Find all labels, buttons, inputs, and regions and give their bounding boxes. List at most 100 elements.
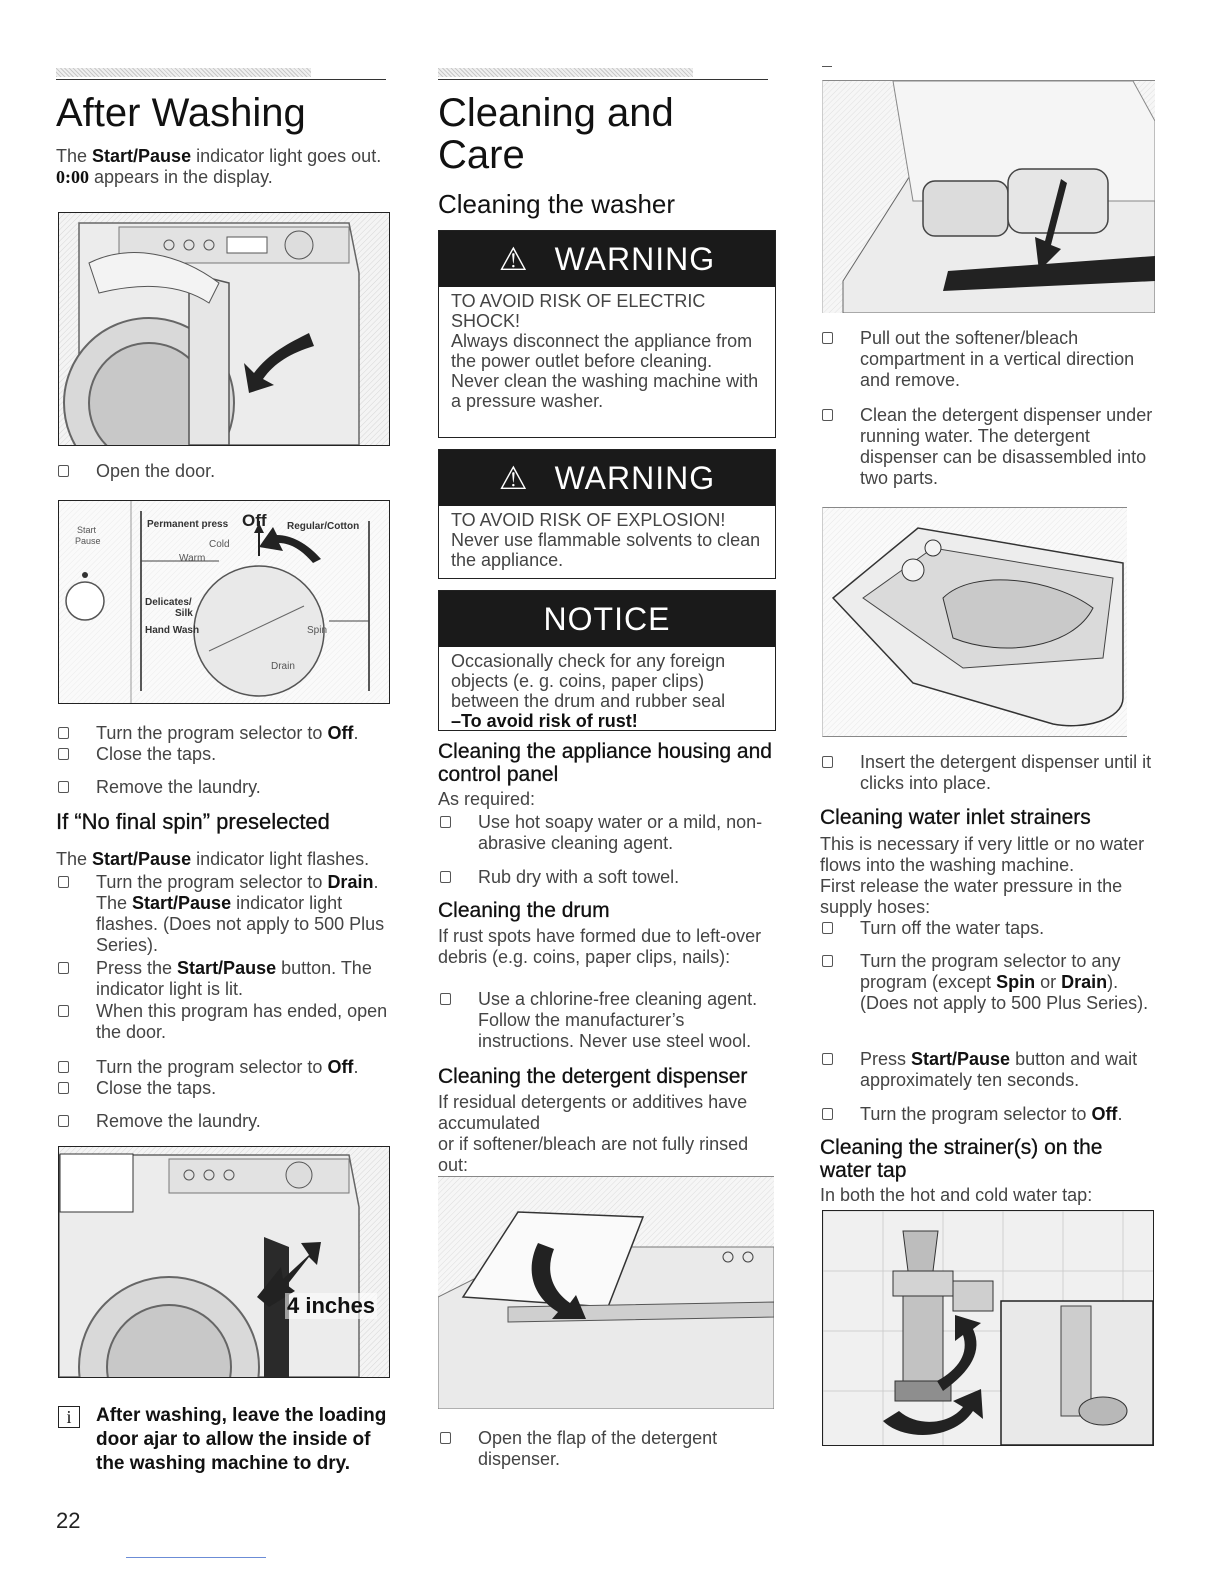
bold-text: Start/Pause [92, 146, 192, 166]
dispenser-flap-illustration [438, 1177, 774, 1409]
warning-text: Never use flammable solvents to clean th… [451, 530, 761, 570]
list-item-text: Rub dry with a soft towel. [478, 867, 680, 887]
list-item: Turn the program selector to Drain. The … [58, 872, 388, 956]
text: If residual detergents or additives have… [438, 1092, 748, 1133]
list-item-text: Pull out the softener/bleach compartment… [860, 328, 1135, 390]
info-icon: i [58, 1406, 80, 1428]
list-item-text: Close the taps. [96, 744, 217, 764]
checkbox-icon [440, 871, 451, 883]
checkbox-icon [822, 1053, 833, 1065]
checkbox-icon [822, 1108, 833, 1120]
list-item: Remove the laundry. [58, 1111, 388, 1132]
list-item-text: Use a chlorine-free cleaning agent. Foll… [478, 989, 758, 1051]
text: Press [860, 1049, 912, 1069]
warning-box-electric: ⚠ WARNING TO AVOID RISK OF ELECTRIC SHOCK… [438, 230, 776, 438]
list-item: Close the taps. [58, 1078, 388, 1099]
subheading-cleaning-washer: Cleaning the washer [438, 189, 676, 219]
bold-text: Start/Pause [92, 849, 192, 869]
warning-icon: ⚠ [498, 241, 529, 277]
text: The [56, 146, 93, 166]
page-number: 22 [56, 1508, 81, 1533]
warning-header: ⚠ WARNING [439, 450, 775, 506]
notice-bold-text: –To avoid risk of rust! [451, 711, 638, 731]
list-item-text: Turn the program selector to Off. [96, 1057, 388, 1078]
list-item-text: Turn the program selector to Off. [96, 723, 388, 744]
checkbox-icon [58, 1005, 69, 1017]
list-item: Insert the detergent dispenser until it … [822, 752, 1158, 794]
list-item-text: Open the door. [96, 461, 216, 481]
subheading-inlet-strainers: Cleaning water inlet strainers [820, 806, 1091, 829]
list-item-text: Insert the detergent dispenser until it … [860, 752, 1152, 793]
water-tap-illustration [823, 1211, 1153, 1445]
list-item-text: Close the taps. [96, 1078, 217, 1098]
text: Turn the program selector to [96, 872, 328, 892]
figure-water-tap [822, 1210, 1154, 1446]
list-item: Clean the detergent dispenser under runn… [822, 405, 1158, 489]
text: This is necessary if very little or no w… [820, 834, 1145, 875]
checkbox-icon [58, 1082, 69, 1094]
dial-label-drain: Drain [271, 661, 295, 672]
title-line: Cleaning and [438, 91, 674, 135]
dial-label-silk: Silk [175, 608, 193, 619]
list-item-text: Press Start/Pause button and wait approx… [860, 1049, 1158, 1091]
list-item: Rub dry with a soft towel. [440, 867, 776, 888]
text: button. The indicator light is lit. [96, 958, 372, 999]
list-item-text: Remove the laundry. [96, 777, 261, 797]
text: . The [96, 872, 379, 913]
checkbox-icon [58, 1061, 69, 1073]
list-item-text: When this program has ended, open the do… [96, 1001, 388, 1042]
list-item: When this program has ended, open the do… [58, 1001, 388, 1043]
list-item: Use hot soapy water or a mild, non-abras… [440, 812, 776, 854]
housing-intro: As required: [438, 789, 536, 809]
dial-label-off: Off [242, 511, 267, 530]
list-item: Press Start/Pause button and wait approx… [822, 1049, 1158, 1091]
bold-text: Off [327, 1057, 354, 1077]
detergent-dispenser-illustration [823, 508, 1127, 736]
list-item-text: Turn the program selector to Off. [860, 1104, 1158, 1125]
text: Turn the program selector to [96, 723, 328, 743]
figure-dispenser-flap [438, 1176, 774, 1409]
warning-label: WARNING [554, 460, 716, 496]
dial-label-cold: Cold [209, 539, 230, 550]
warning-text: TO AVOID RISK OF ELECTRIC SHOCK! [451, 291, 706, 331]
warning-icon: ⚠ [498, 460, 529, 496]
column-marker [822, 66, 832, 67]
bold-text: Start/Pause [132, 893, 232, 913]
list-item: Pull out the softener/bleach compartment… [822, 328, 1158, 391]
warning-text: Never clean the washing machine with a p… [451, 371, 759, 411]
subheading-tap-strainer: Cleaning the strainer(s) on the water ta… [820, 1136, 1103, 1182]
list-item: Remove the laundry. [58, 777, 388, 798]
text: First release the water pressure in the … [820, 876, 1123, 917]
checkbox-icon [822, 409, 833, 421]
notice-label: NOTICE [543, 601, 671, 637]
checkbox-icon [822, 922, 833, 934]
text: . [1117, 1104, 1123, 1124]
bold-text: Off [327, 723, 354, 743]
nfs-intro: The Start/Pause indicator light flashes. [56, 849, 396, 870]
program-selector-illustration [59, 501, 389, 703]
dial-label-warm: Warm [179, 553, 206, 564]
bold-text: Drain [327, 872, 374, 892]
inlet-intro: This is necessary if very little or no w… [820, 834, 1156, 918]
section-rule [438, 68, 768, 80]
dial-label-regular-cotton: Regular/Cotton [287, 521, 360, 532]
notice-text: Occasionally check for any foreign objec… [451, 651, 726, 711]
bold-text: Spin [996, 972, 1036, 992]
list-item-text: Turn off the water taps. [860, 918, 1045, 938]
warning-label: WARNING [554, 241, 716, 277]
warning-text: Always disconnect the appliance from the… [451, 331, 753, 371]
list-item: Turn the program selector to Off. [58, 723, 388, 744]
checkbox-icon [58, 1115, 69, 1127]
softener-compartment-illustration [823, 81, 1155, 313]
page-title: After Washing [56, 91, 306, 135]
dial-label-delicates: Delicates/ [145, 597, 192, 608]
list-item-text: Use hot soapy water or a mild, non-abras… [478, 812, 763, 853]
warning-box-explosion: ⚠WARNING TO AVOID RISK OF EXPLOSION! Nev… [438, 449, 776, 579]
text: ). (Does not apply to 500 Plus Series). [860, 972, 1149, 1013]
checkbox-icon [822, 955, 833, 967]
subheading-housing: Cleaning the appliance housing and contr… [438, 740, 772, 786]
checkbox-icon [440, 816, 451, 828]
list-item: Close the taps. [58, 744, 388, 765]
text: indicator light flashes. [191, 849, 370, 869]
